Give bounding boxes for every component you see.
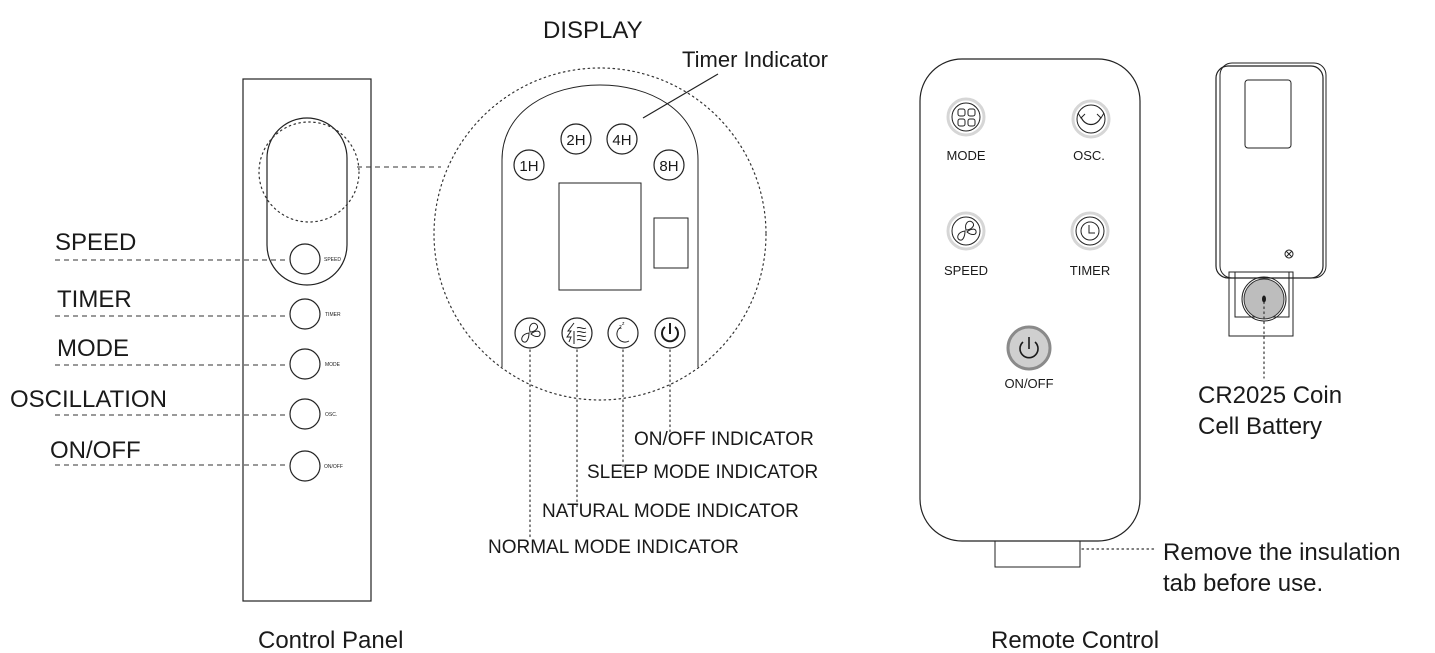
display-detail: DISPLAY Timer Indicator 1H 2H 4H 8H (433, 17, 828, 558)
insulation-note-line1: Remove the insulation (1163, 539, 1400, 566)
svg-text:2H: 2H (566, 132, 585, 149)
fan-icon (521, 322, 541, 343)
control-panel: SPEED TIMER MODE OSC. ON/OFF (242, 78, 372, 602)
remote-back-shadow (1219, 62, 1327, 279)
power-icon (1019, 337, 1039, 359)
sleep-moon-icon: z z (616, 321, 630, 343)
fan-icon (957, 220, 977, 241)
battery-label-line1: CR2025 Coin (1198, 382, 1342, 409)
power-icon (661, 323, 679, 343)
timer-label: TIMER (57, 286, 132, 313)
panel-mode-button[interactable]: MODE (289, 348, 341, 380)
display-window (266, 117, 348, 286)
svg-text:OSC.: OSC. (1073, 148, 1105, 163)
svg-text:ON/OFF: ON/OFF (1004, 376, 1053, 391)
display-outline (501, 84, 699, 367)
panel-callouts: SPEED TIMER MODE OSCILLATION ON/OFF (10, 166, 441, 466)
timer-indicator-leader (642, 73, 719, 119)
svg-text:OSC.: OSC. (325, 412, 337, 418)
remote-speed-button[interactable]: SPEED (944, 211, 988, 278)
svg-text:SPEED: SPEED (944, 263, 988, 278)
remote-back-slot (1244, 79, 1292, 149)
battery-label-line2: Cell Battery (1198, 413, 1322, 440)
remote-control-caption: Remote Control (991, 627, 1159, 653)
svg-text:ON/OFF: ON/OFF (324, 464, 343, 470)
insulation-tab[interactable] (994, 540, 1081, 568)
onoff-label: ON/OFF (50, 437, 141, 464)
svg-text:MODE: MODE (325, 362, 341, 368)
timer-8h-indicator: 8H (653, 149, 685, 181)
timer-1h-indicator: 1H (513, 149, 545, 181)
screw-icon (1284, 249, 1294, 259)
mode-label: MODE (57, 335, 129, 362)
speed-label: SPEED (55, 229, 136, 256)
svg-text:8H: 8H (659, 158, 678, 175)
display-detail-circle (433, 67, 767, 401)
sleep-mode-indicator-label: SLEEP MODE INDICATOR (587, 462, 818, 483)
svg-text:1H: 1H (519, 158, 538, 175)
small-display-screen (653, 217, 689, 269)
natural-mode-indicator (561, 317, 593, 349)
svg-text:z: z (622, 321, 625, 327)
timer-2h-indicator: 2H (560, 123, 592, 155)
svg-text:4H: 4H (612, 132, 631, 149)
panel-speed-button[interactable]: SPEED (289, 243, 341, 275)
svg-text:MODE: MODE (947, 148, 986, 163)
control-panel-caption: Control Panel (258, 627, 403, 653)
remote-mode-button[interactable]: MODE (946, 97, 986, 163)
normal-mode-indicator (514, 317, 546, 349)
timer-4h-indicator: 4H (606, 123, 638, 155)
clock-icon (1080, 221, 1100, 241)
svg-text:TIMER: TIMER (1070, 263, 1110, 278)
panel-onoff-button[interactable]: ON/OFF (289, 450, 343, 482)
mode-grid-icon (957, 108, 976, 127)
remote-osc-button[interactable]: OSC. (1071, 99, 1111, 163)
natural-mode-indicator-label: NATURAL MODE INDICATOR (542, 501, 799, 522)
svg-text:TIMER: TIMER (325, 312, 341, 318)
natural-wind-icon (566, 322, 587, 344)
digit-display-screen (558, 182, 642, 291)
panel-osc-button[interactable]: OSC. (289, 398, 337, 430)
panel-timer-button[interactable]: TIMER (289, 298, 341, 330)
control-panel-body (242, 78, 372, 602)
remote-timer-button[interactable]: TIMER (1070, 211, 1110, 278)
svg-text:z: z (619, 325, 622, 331)
sleep-mode-indicator: z z (607, 317, 639, 349)
oscillation-label: OSCILLATION (10, 386, 167, 413)
remote-control: MODE OSC. SPEED (919, 58, 1400, 597)
display-zoom-circle (258, 121, 360, 223)
svg-text:SPEED: SPEED (324, 257, 341, 263)
remote-back: CR2025 Coin Cell Battery (1198, 62, 1342, 440)
display-heading: DISPLAY (543, 17, 643, 44)
coin-battery-icon (1241, 276, 1287, 322)
normal-mode-indicator-label: NORMAL MODE INDICATOR (488, 537, 739, 558)
insulation-note-line2: tab before use. (1163, 570, 1323, 597)
onoff-indicator-label: ON/OFF INDICATOR (634, 429, 814, 450)
timer-indicator-label: Timer Indicator (682, 47, 828, 72)
remote-back-body (1215, 65, 1324, 279)
oscillation-arrow-icon (1077, 112, 1105, 126)
onoff-indicator (654, 317, 686, 349)
remote-onoff-button[interactable]: ON/OFF (1004, 325, 1054, 391)
